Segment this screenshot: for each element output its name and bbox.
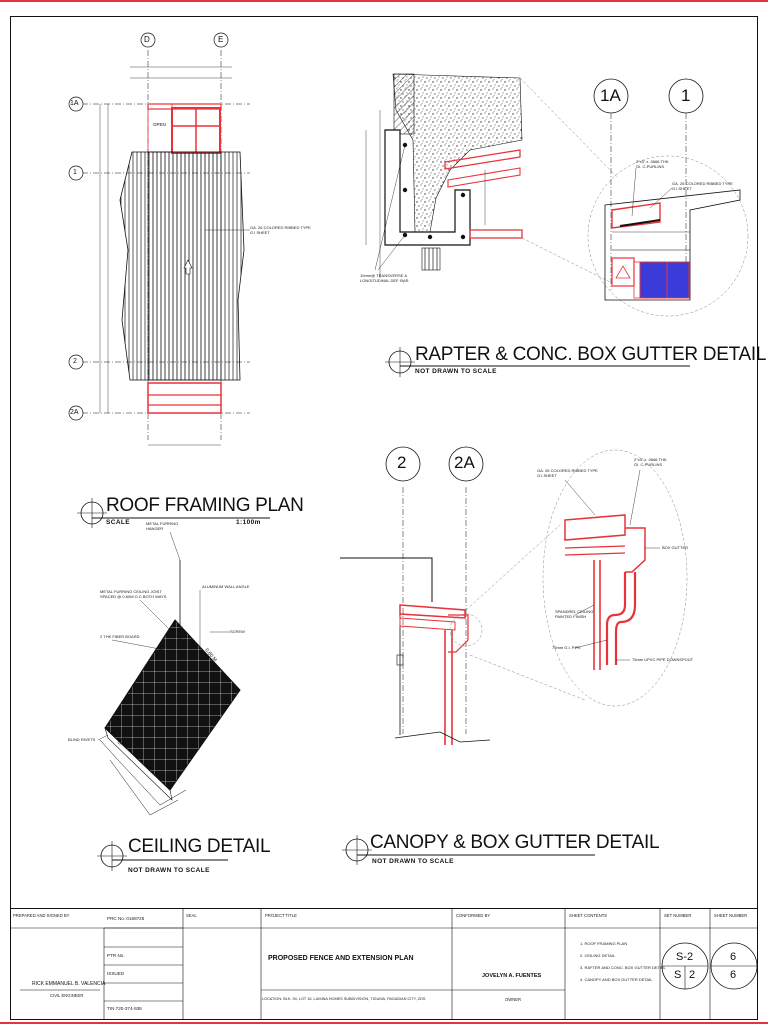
set-number-stamp: [661, 942, 709, 990]
set-number-bottom-left: S: [674, 969, 682, 981]
open-label: OPEN: [153, 122, 166, 127]
ceiling-subtitle: NOT DRAWN TO SCALE: [128, 867, 210, 874]
seal-label: SEAL: [186, 913, 197, 918]
marker-2a: 2A: [454, 453, 475, 472]
section-bubble-rafter: [385, 347, 690, 377]
ceiling-title: CEILING DETAIL: [128, 836, 271, 857]
ceiling-detail: 0.60 M 0.60 M: [97, 531, 241, 816]
grid-label-e: E: [218, 35, 224, 44]
section-bubble-canopy: [342, 835, 595, 865]
section-bubble-ceiling: [97, 841, 228, 871]
grid-label-1: 1: [73, 169, 77, 176]
conforme-label: CONFORMED BY: [456, 913, 491, 918]
set-number-bottom-right: 2: [689, 969, 696, 981]
sheet-number-top: 6: [730, 951, 737, 963]
project-location: LOCATION: BLK. 94, LOT 16, LUMINA HOMES …: [262, 997, 426, 1001]
grid-label-2: 2: [73, 358, 77, 365]
spandrel-note: SPANDREL CEILING PAINTED FINISH: [555, 609, 594, 619]
canopy-box-gutter-detail: [340, 449, 688, 745]
sheet-number-label: SHEET NUMBER: [714, 913, 748, 918]
roof-framing-title: ROOF FRAMING PLAN: [106, 495, 304, 516]
canopy-purlin-note: 2"x3" x .0666 THK. GI. C-PURLINS: [634, 457, 668, 467]
owner-role: OWNER: [505, 997, 522, 1002]
contents-item-3: 3. RAFTER AND CONC. BOX GUTTER DETAIL: [580, 965, 666, 970]
engineer-role: CIVIL ENGINEER: [50, 993, 84, 998]
contents-item-4: 4. CANOPY AND BOX GUTTER DETAIL: [580, 977, 653, 982]
bottom-border-line: [0, 1022, 768, 1024]
roof-sheet-note: GA. 26 COLORED RIBBED TYPE G.I SHEET: [250, 225, 311, 235]
rafter-gutter-title: RAPTER & CONC. BOX GUTTER DETAIL: [415, 344, 767, 365]
project-title: PROPOSED FENCE AND EXTENSION PLAN: [268, 955, 414, 962]
ptr-number: PTR No.: [107, 953, 125, 958]
tin-number: TIN 720-374-938: [107, 1006, 142, 1011]
sheet-contents-label: SHEET CONTENTS: [569, 913, 608, 918]
set-number-label: SET NUMBER: [664, 913, 692, 918]
gi-pipe-note: 75mm G.I. PIPE: [552, 645, 581, 650]
title-block: PREPARED AND SIGNED BY RICK EMMANUEL B. …: [10, 908, 758, 1021]
drawing-sheet-border: [10, 16, 758, 1020]
prc-number: PRC No. 0168725: [107, 916, 145, 921]
set-number-top: S-2: [676, 951, 694, 963]
bar-note: 10mm@ TRANSVERSE & LONGITUDINAL DEF. BAR: [360, 273, 409, 283]
rafter-gutter-subtitle: NOT DRAWN TO SCALE: [415, 368, 497, 375]
ceiling-joist-note: METAL FURRING CEILING JOIST SPACED @ 0.6…: [100, 589, 167, 599]
canopy-gutter-title: CANOPY & BOX GUTTER DETAIL: [370, 832, 660, 853]
blind-rivets-note: BLIND RIVETS: [68, 737, 96, 742]
section-bubble-roof: [77, 498, 270, 528]
downspout-note: 75mm UPVC PIPE DOWNSPOUT: [632, 657, 694, 662]
owner-name: JOVELYN A. FUENTES: [482, 973, 542, 979]
top-border-line: [0, 0, 768, 2]
roof-scale-value: 1:100m: [236, 519, 261, 526]
marker-2: 2: [397, 453, 407, 472]
sheet-number-bottom: 6: [730, 969, 737, 981]
issued-label: ISSUED: [107, 971, 125, 976]
wall-angle-note: ALUMINUM WALL ANGLE: [202, 584, 250, 589]
contents-item-1: 1. ROOF FRAMING PLAN: [580, 941, 628, 946]
project-label: PROJECT TITLE: [265, 913, 297, 918]
furring-hanger-note: METAL FURRING HANGER: [146, 521, 179, 531]
grid-label-d: D: [144, 35, 150, 44]
canopy-gutter-subtitle: NOT DRAWN TO SCALE: [372, 858, 454, 865]
contents-item-2: 2. CEILING DETAIL: [580, 953, 616, 958]
roof-framing-plan: [82, 50, 250, 446]
box-gutter-note: BOX GUTTER: [662, 545, 689, 550]
sheet-number-stamp: [710, 942, 758, 990]
grid-label-2a: 2A: [70, 409, 79, 416]
fiber-board-note: 2 THK FIBER BOARD: [100, 634, 140, 639]
screw-note: SCREW: [230, 629, 245, 634]
canopy-sheet-note: GA. 26 COLORED RIBBED TYPE G.I.SHEET: [537, 468, 598, 478]
sheet-note: GA. 26 COLORED RIBBED TYPE G.I.SHEET: [672, 181, 733, 191]
purlin-note: 2"x3" x .0666 THK. GI. C-PURLINS: [636, 159, 670, 169]
rafter-box-gutter-detail: [365, 73, 749, 317]
title-block-grid: [10, 908, 758, 1020]
roof-scale-label: SCALE: [106, 519, 131, 526]
marker-1: 1: [681, 86, 691, 105]
marker-1a: 1A: [600, 86, 621, 105]
engineer-name: RICK EMMANUEL B. VALENCIA: [32, 981, 106, 987]
grid-label-1a: 1A: [70, 100, 79, 107]
grid-bubbles: [68, 32, 704, 482]
prepared-label: PREPARED AND SIGNED BY: [13, 913, 70, 918]
